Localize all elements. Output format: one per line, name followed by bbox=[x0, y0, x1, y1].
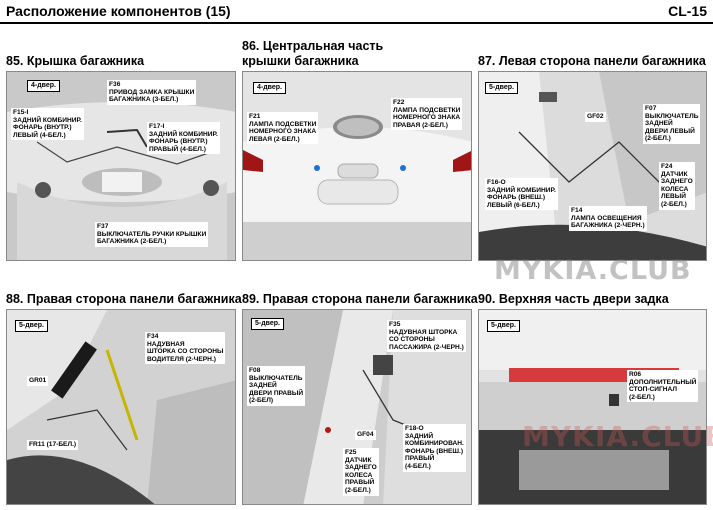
callout-f22: F22 ЛАМПА ПОДСВЕТКИ НОМЕРНОГО ЗНАКА ПРАВ… bbox=[391, 98, 463, 131]
callout-f35: F35 НАДУВНАЯ ШТОРКА СО СТОРОНЫ ПАССАЖИРА… bbox=[387, 320, 466, 353]
door-type-tag: 5-двер. bbox=[485, 82, 518, 94]
callout-f15i: F15-I ЗАДНИЙ КОМБИНИР. ФОНАРЬ (ВНУТР.) Л… bbox=[11, 108, 84, 141]
callout-f37: F37 ВЫКЛЮЧАТЕЛЬ РУЧКИ КРЫШКИ БАГАЖНИКА (… bbox=[95, 222, 209, 247]
callout-f18o: F18-O ЗАДНИЙ КОМБИНИРОВАН. ФОНАРЬ (ВНЕШ.… bbox=[403, 424, 466, 472]
callout-f24: F24 ДАТЧИК ЗАДНЕГО КОЛЕСА ЛЕВЫЙ (2-БЕЛ.) bbox=[659, 162, 695, 210]
callout-f08: F08 ВЫКЛЮЧАТЕЛЬ ЗАДНЕЙ ДВЕРИ ПРАВЫЙ (2-Б… bbox=[247, 366, 306, 406]
panel-89-photo: 5-двер. F35 НАДУВНАЯ ШТОРКА СО СТОРОНЫ П… bbox=[242, 309, 472, 505]
panel-90-title: 90. Верхняя часть двери задка bbox=[478, 292, 669, 306]
panel-87-title: 87. Левая сторона панели багажника bbox=[478, 54, 706, 68]
panel-85-title: 85. Крышка багажника bbox=[6, 54, 145, 68]
door-type-tag: 5-двер. bbox=[487, 320, 520, 332]
callout-gf04: GF04 bbox=[355, 430, 376, 440]
callout-f36: F36 ПРИВОД ЗАМКА КРЫШКИ БАГАЖНИКА (3-БЕЛ… bbox=[107, 80, 197, 105]
panel-88-photo: 5-двер. F34 НАДУВНАЯ ШТОРКА СО СТОРОНЫ В… bbox=[6, 309, 236, 505]
callout-f25: F25 ДАТЧИК ЗАДНЕГО КОЛЕСА ПРАВЫЙ (2-БЕЛ.… bbox=[343, 448, 379, 496]
panel-86-photo: 4-двер. F22 ЛАМПА ПОДСВЕТКИ НОМЕРНОГО ЗН… bbox=[242, 71, 472, 261]
door-type-tag: 4-двер. bbox=[253, 82, 286, 94]
page-title: Расположение компонентов (15) bbox=[6, 3, 231, 19]
page-header: Расположение компонентов (15) CL-15 bbox=[0, 0, 713, 24]
door-type-tag: 5-двер. bbox=[251, 318, 284, 330]
door-type-tag: 5-двер. bbox=[15, 320, 48, 332]
callout-f34: F34 НАДУВНАЯ ШТОРКА СО СТОРОНЫ ВОДИТЕЛЯ … bbox=[145, 332, 226, 365]
callout-fr11: FR11 (17-БЕЛ.) bbox=[27, 440, 79, 450]
tailgate-top-illustration bbox=[479, 310, 706, 504]
panel-87-photo: 5-двер. F07 ВЫКЛЮЧАТЕЛЬ ЗАДНЕЙ ДВЕРИ ЛЕВ… bbox=[478, 71, 707, 261]
panel-89-title: 89. Правая сторона панели багажника bbox=[242, 292, 478, 306]
callout-f07: F07 ВЫКЛЮЧАТЕЛЬ ЗАДНЕЙ ДВЕРИ ЛЕВЫЙ (2-БЕ… bbox=[643, 104, 701, 144]
panel-85-photo: 4-двер. F36 ПРИВОД ЗАМКА КРЫШКИ БАГАЖНИК… bbox=[6, 71, 236, 261]
callout-r06: R06 ДОПОЛНИТЕЛЬНЫЙ СТОП-СИГНАЛ (2-БЕЛ.) bbox=[627, 370, 699, 403]
callout-f17i: F17-I ЗАДНИЙ КОМБИНИР. ФОНАРЬ (ВНУТР.) П… bbox=[147, 122, 220, 155]
panel-88-title: 88. Правая сторона панели багажника bbox=[6, 292, 242, 306]
page-code: CL-15 bbox=[668, 3, 707, 19]
watermark: MYKIA.CLUB bbox=[494, 255, 692, 286]
callout-f21: F21 ЛАМПА ПОДСВЕТКИ НОМЕРНОГО ЗНАКА ЛЕВА… bbox=[247, 112, 319, 145]
callout-f16o: F16-O ЗАДНИЙ КОМБИНИР. ФОНАРЬ (ВНЕШ.) ЛЕ… bbox=[485, 178, 558, 211]
door-type-tag: 4-двер. bbox=[27, 80, 60, 92]
watermark: MYKIA.CLUB bbox=[522, 420, 713, 453]
callout-f14: F14 ЛАМПА ОСВЕЩЕНИЯ БАГАЖНИКА (2-ЧЕРН.) bbox=[569, 206, 647, 231]
callout-gf02: GF02 bbox=[585, 112, 606, 122]
panel-86-title-line2: крышки багажника bbox=[242, 54, 359, 68]
trunk-center-illustration bbox=[243, 72, 471, 260]
callout-gr01: GR01 bbox=[27, 376, 49, 386]
panel-86-title-line1: 86. Центральная часть bbox=[242, 39, 384, 53]
panel-90-photo: 5-двер. R06 ДОПОЛНИТЕЛЬНЫЙ СТОП-СИГНАЛ (… bbox=[478, 309, 707, 505]
